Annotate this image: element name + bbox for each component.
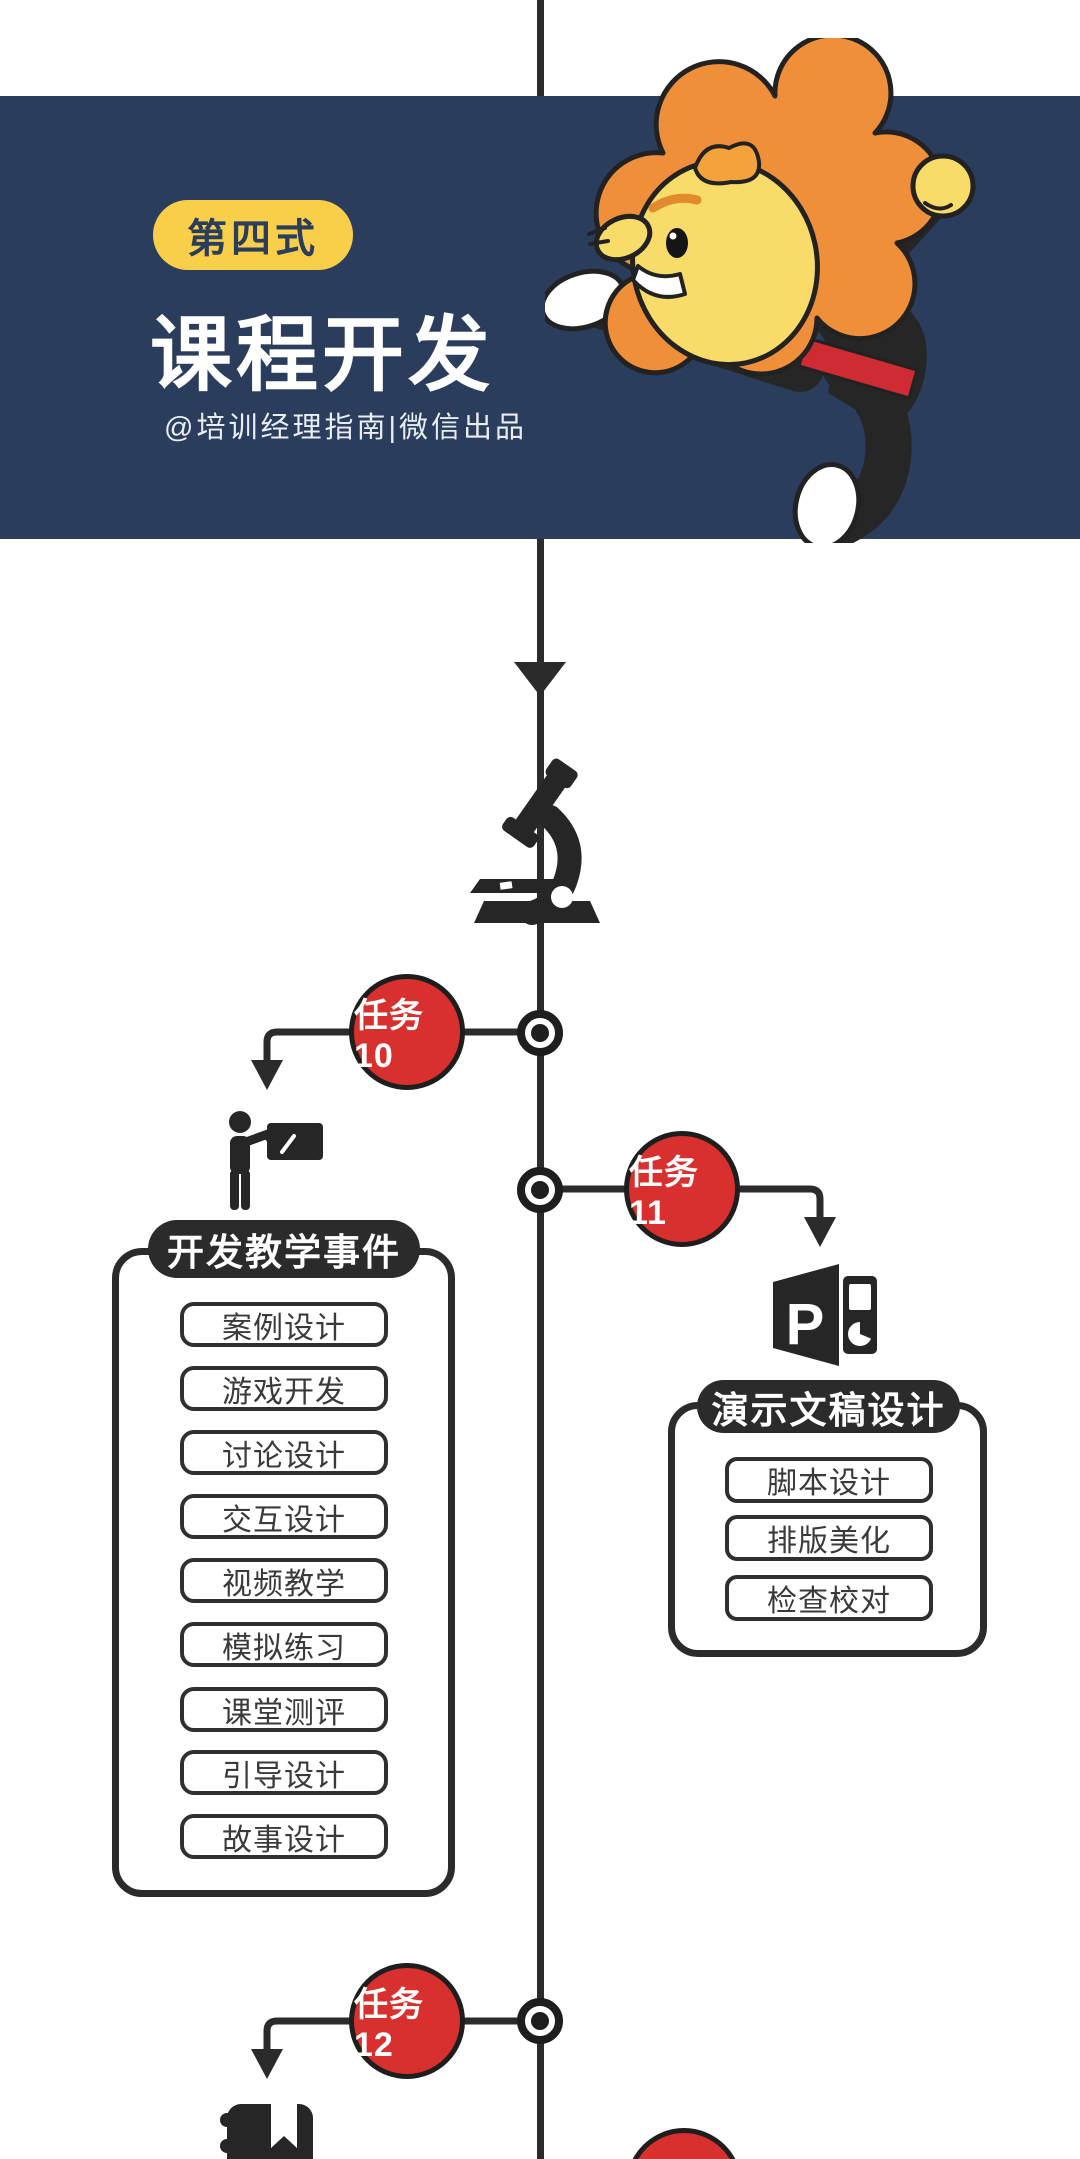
powerpoint-icon: P	[773, 1264, 877, 1366]
list-item: 检查校对	[725, 1575, 933, 1621]
teaching-events-title: 开发教学事件	[148, 1220, 420, 1278]
powerpoint-letter: P	[786, 1292, 825, 1357]
list-item: 引导设计	[180, 1750, 388, 1795]
list-item: 模拟练习	[180, 1622, 388, 1667]
timeline-node-task12	[517, 1998, 563, 2044]
timeline-line-top	[537, 0, 544, 96]
list-item: 故事设计	[180, 1814, 388, 1859]
microscope-icon	[470, 758, 600, 925]
task10-badge: 任务10	[349, 974, 465, 1090]
lion-mascot-icon	[545, 38, 976, 543]
style-badge: 第四式	[153, 200, 353, 270]
task11-badge: 任务11	[624, 1131, 740, 1247]
timeline-down-arrow-icon	[514, 662, 566, 696]
list-item: 案例设计	[180, 1302, 388, 1347]
list-item: 讨论设计	[180, 1430, 388, 1475]
list-item: 脚本设计	[725, 1457, 933, 1503]
notebook-icon	[220, 2104, 313, 2159]
credit-line: @培训经理指南|微信出品	[164, 412, 527, 444]
page-title: 课程开发	[150, 310, 495, 401]
list-item: 游戏开发	[180, 1366, 388, 1411]
list-item: 视频教学	[180, 1558, 388, 1603]
timeline-line	[537, 539, 544, 2159]
teacher-blackboard-icon	[229, 1111, 323, 1210]
timeline-node-task10	[517, 1010, 563, 1056]
list-item: 排版美化	[725, 1515, 933, 1561]
presentation-title: 演示文稿设计	[697, 1380, 960, 1433]
list-item: 课堂测评	[180, 1687, 388, 1732]
task12-badge: 任务12	[349, 1963, 465, 2079]
timeline-node-task11	[517, 1167, 563, 1213]
list-item: 交互设计	[180, 1494, 388, 1539]
task13-badge-partial	[626, 2128, 742, 2159]
